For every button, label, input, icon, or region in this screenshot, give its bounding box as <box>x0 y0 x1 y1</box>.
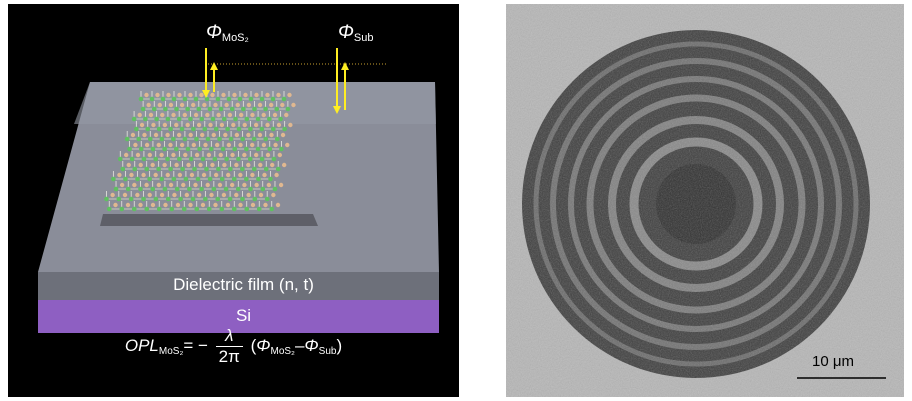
schematic-drawing <box>38 48 439 333</box>
micrograph-panel: 10 μm <box>506 4 904 397</box>
phi-sub-label: ΦSub <box>338 22 374 44</box>
opl-formula: OPLMoS₂= − λ 2π (ΦMoS₂–ΦSub) <box>124 326 343 367</box>
schematic-panel: ΦMoS₂ ΦSub Dielectric film (n, t) Si OPL… <box>8 4 459 397</box>
micrograph-image <box>506 4 904 397</box>
si-label: Si <box>235 306 252 325</box>
image-noise <box>506 4 904 397</box>
si-layer <box>38 300 439 333</box>
mos2-lattice <box>100 91 318 226</box>
scale-bar-label: 10 μm <box>812 353 854 370</box>
formula-fraction: λ 2π <box>215 326 243 367</box>
dielectric-film-label: Dielectric film (n, t) <box>173 275 314 294</box>
dielectric-side <box>38 272 439 300</box>
phi-mos2-label: ΦMoS₂ <box>206 22 249 44</box>
